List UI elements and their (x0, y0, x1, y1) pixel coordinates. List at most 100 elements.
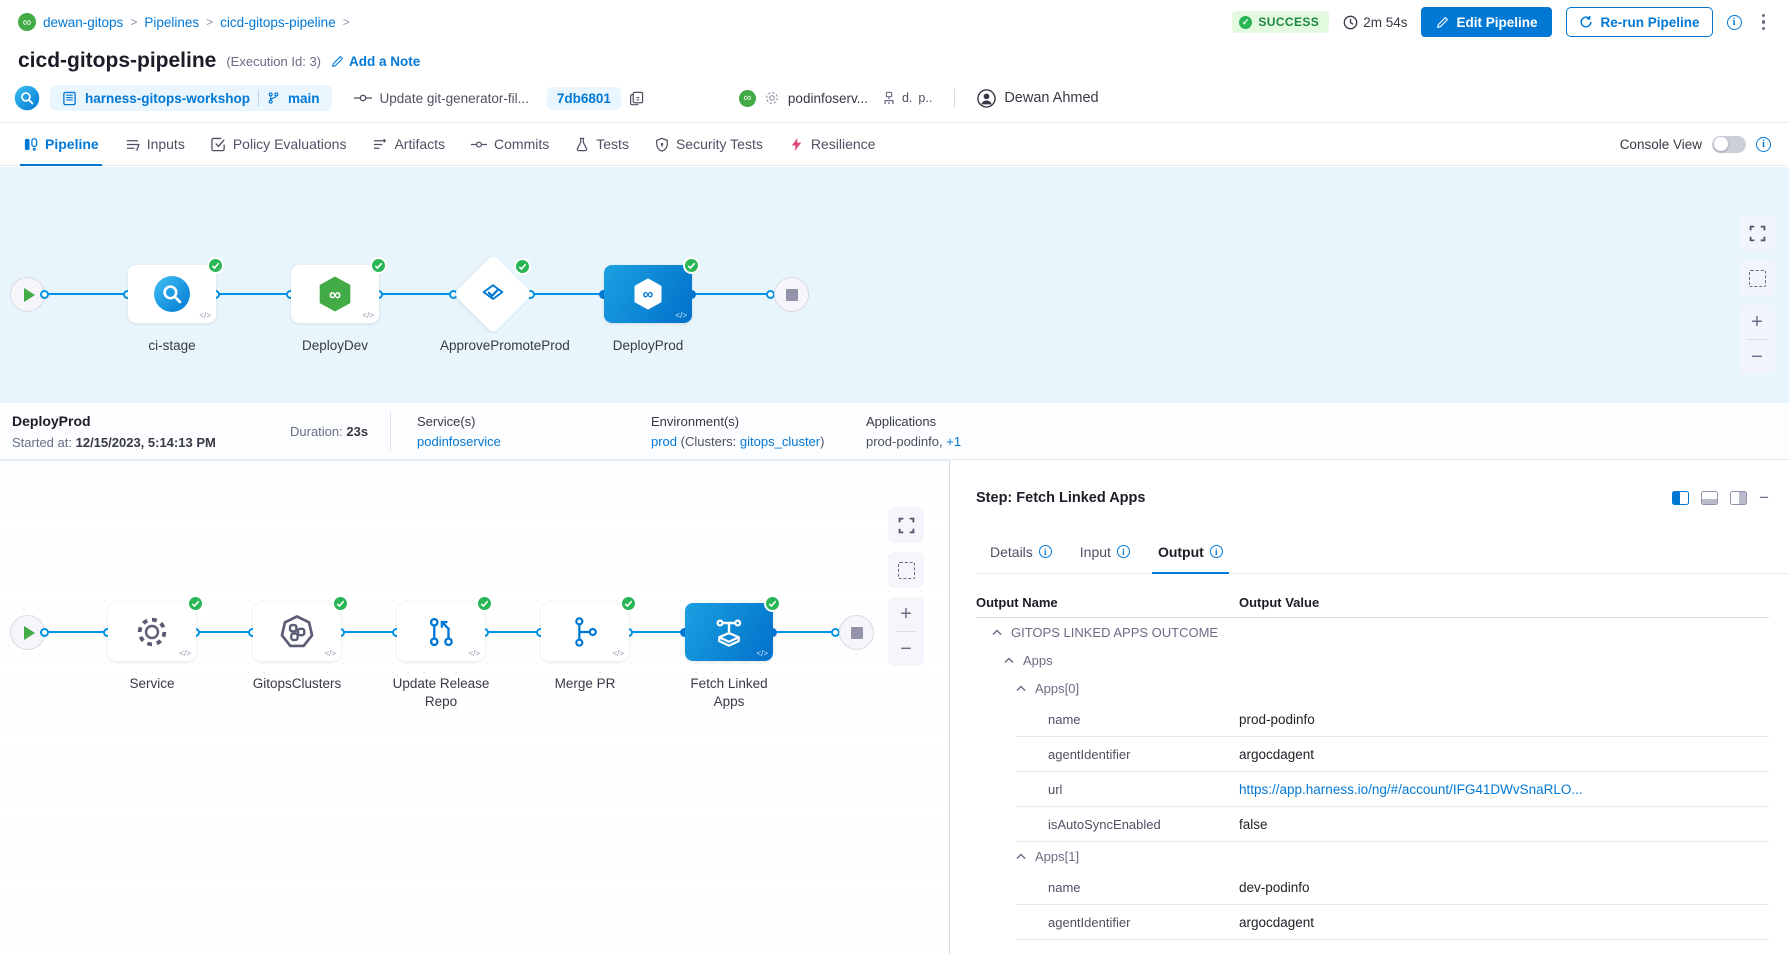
fullscreen-icon[interactable] (888, 507, 924, 543)
tab-resilience[interactable]: Resilience (776, 123, 889, 165)
chevron-up-icon[interactable] (976, 852, 1026, 860)
table-row: isAutoSyncEnabled false (976, 807, 1769, 842)
cluster-link[interactable]: gitops_cluster (739, 433, 821, 449)
service-chip[interactable]: ∞ podinfoserv... (738, 89, 868, 107)
layout-split-right-icon[interactable] (1730, 491, 1748, 505)
repo-branch-pill[interactable]: harness-gitops-workshop main (50, 85, 332, 111)
zoom-out-button[interactable]: − (900, 637, 912, 660)
stage-graph-canvas[interactable]: </> ci-stage ∞ </> DeployDev ApproveProm… (0, 167, 1789, 403)
tab-inputs[interactable]: Inputs (112, 123, 198, 165)
step-node-service[interactable]: </> (108, 595, 204, 661)
duration-value: 23s (346, 423, 369, 439)
table-group-row[interactable]: Apps[0] (976, 674, 1769, 702)
environments-chip[interactable]: d. p.. (882, 91, 932, 105)
service-link[interactable]: podinfoservice (417, 433, 501, 449)
breadcrumb-pipelines[interactable]: Pipelines (144, 14, 200, 30)
table-group-row[interactable]: GITOPS LINKED APPS OUTCOME (976, 618, 1769, 646)
tab-details[interactable]: Details i (976, 530, 1066, 573)
layout-split-left-icon[interactable] (1672, 491, 1690, 505)
pipeline-start-node[interactable] (10, 277, 45, 312)
commit-sha[interactable]: 7db6801 (546, 86, 621, 110)
console-view-toggle[interactable] (1712, 135, 1746, 153)
pencil-icon (1437, 16, 1449, 28)
add-note-button[interactable]: Add a Note (331, 54, 420, 69)
chevron-up-icon[interactable] (976, 656, 1014, 664)
tab-tests[interactable]: Tests (562, 123, 642, 165)
stage-node-ci-stage[interactable]: </> (128, 257, 224, 323)
tab-output[interactable]: Output i (1144, 530, 1237, 574)
execution-id: (Execution Id: 3) (226, 53, 321, 69)
output-name: agentIdentifier (1048, 747, 1131, 762)
breadcrumb-project[interactable]: dewan-gitops (43, 14, 124, 30)
tab-label: Resilience (810, 136, 876, 152)
stage-label: DeployDev (301, 338, 369, 353)
stage-end-node[interactable] (839, 615, 874, 650)
zoom-controls: + − (1739, 305, 1775, 374)
pipeline-icon (24, 137, 38, 151)
output-value-link[interactable]: https://app.harness.io/ng/#/account/IFG4… (1239, 782, 1583, 797)
copy-icon[interactable] (629, 91, 644, 106)
stage-node-deployprod[interactable]: ∞ </> (604, 257, 700, 323)
marquee-select-icon[interactable] (888, 552, 924, 588)
tab-pipeline[interactable]: Pipeline (10, 123, 112, 166)
success-check-icon (620, 595, 637, 612)
table-group-row[interactable]: Apps (976, 646, 1769, 674)
tab-policy-evaluations[interactable]: Policy Evaluations (198, 123, 360, 165)
step-node-update-release-repo[interactable]: </> (397, 595, 493, 661)
chevron-up-icon[interactable] (976, 628, 1002, 636)
chevron-up-icon[interactable] (976, 684, 1026, 692)
stage-label: ci-stage (148, 338, 196, 353)
output-value: prod-podinfo (1239, 712, 1315, 727)
stage-node-deploydev[interactable]: ∞ </> (291, 257, 387, 323)
table-row: name dev-podinfo (976, 870, 1769, 905)
table-group-row[interactable]: Apps[1] (976, 842, 1769, 870)
tab-artifacts[interactable]: Artifacts (359, 123, 458, 165)
step-node-merge-pr[interactable]: </> (541, 595, 637, 661)
zoom-in-button[interactable]: + (900, 602, 912, 625)
stop-icon (785, 288, 798, 301)
user-name: Dewan Ahmed (1004, 90, 1099, 106)
env-name-short: d. (901, 91, 913, 105)
tab-label: Inputs (146, 136, 185, 152)
commit-message[interactable]: Update git-generator-fil... (353, 91, 529, 106)
success-check-icon (476, 595, 493, 612)
breadcrumb-pipeline[interactable]: cicd-gitops-pipeline (220, 14, 336, 30)
output-name: name (1048, 880, 1081, 895)
divider (258, 90, 260, 106)
edit-pipeline-button[interactable]: Edit Pipeline (1421, 7, 1553, 37)
tab-input[interactable]: Input i (1066, 530, 1144, 573)
stage-start-node[interactable] (10, 615, 45, 650)
branch-name: main (288, 90, 320, 106)
step-panel-tabs: Details i Input i Output i (976, 530, 1789, 574)
gitops-hexagon-icon: ∞ (319, 276, 351, 312)
environment-link[interactable]: prod (651, 433, 678, 449)
stage-summary-bar: DeployProd Started at: 12/15/2023, 5:14:… (0, 403, 1789, 460)
step-node-fetch-linked-apps[interactable]: </> (685, 595, 781, 661)
edge-dot (40, 627, 49, 637)
info-icon[interactable]: i (1726, 14, 1742, 30)
tab-label: Output (1157, 543, 1204, 560)
rerun-pipeline-button[interactable]: Re-run Pipeline (1566, 7, 1713, 37)
collapse-panel-icon[interactable]: − (1759, 488, 1769, 507)
marquee-select-icon[interactable] (1739, 260, 1775, 296)
layout-split-bottom-icon[interactable] (1701, 491, 1719, 505)
output-name: name (1048, 712, 1081, 727)
stage-node-approvepromoteprod[interactable] (453, 254, 533, 334)
info-icon[interactable]: i (1756, 136, 1771, 152)
zoom-in-button[interactable]: + (1751, 310, 1763, 333)
step-graph-canvas[interactable]: </> Service </> GitopsClusters </> Updat… (0, 460, 950, 954)
title-row: cicd-gitops-pipeline (Execution Id: 3) A… (0, 44, 1789, 78)
zoom-out-button[interactable]: − (1751, 345, 1763, 368)
tab-commits[interactable]: Commits (458, 123, 562, 165)
chevron-right-icon: > (342, 15, 350, 29)
applications-more-link[interactable]: +1 (946, 433, 962, 449)
table-row: url https://app.harness.io/ng/#/account/… (976, 772, 1769, 807)
edit-pipeline-label: Edit Pipeline (1456, 14, 1538, 30)
more-options-icon[interactable] (1756, 10, 1772, 35)
commit-icon (353, 94, 372, 102)
fullscreen-icon[interactable] (1739, 215, 1775, 251)
pipeline-end-node[interactable] (774, 277, 809, 312)
ci-build-icon (14, 85, 40, 111)
step-node-gitopsclusters[interactable]: </> (253, 595, 349, 661)
tab-security-tests[interactable]: Security Tests (642, 123, 776, 165)
